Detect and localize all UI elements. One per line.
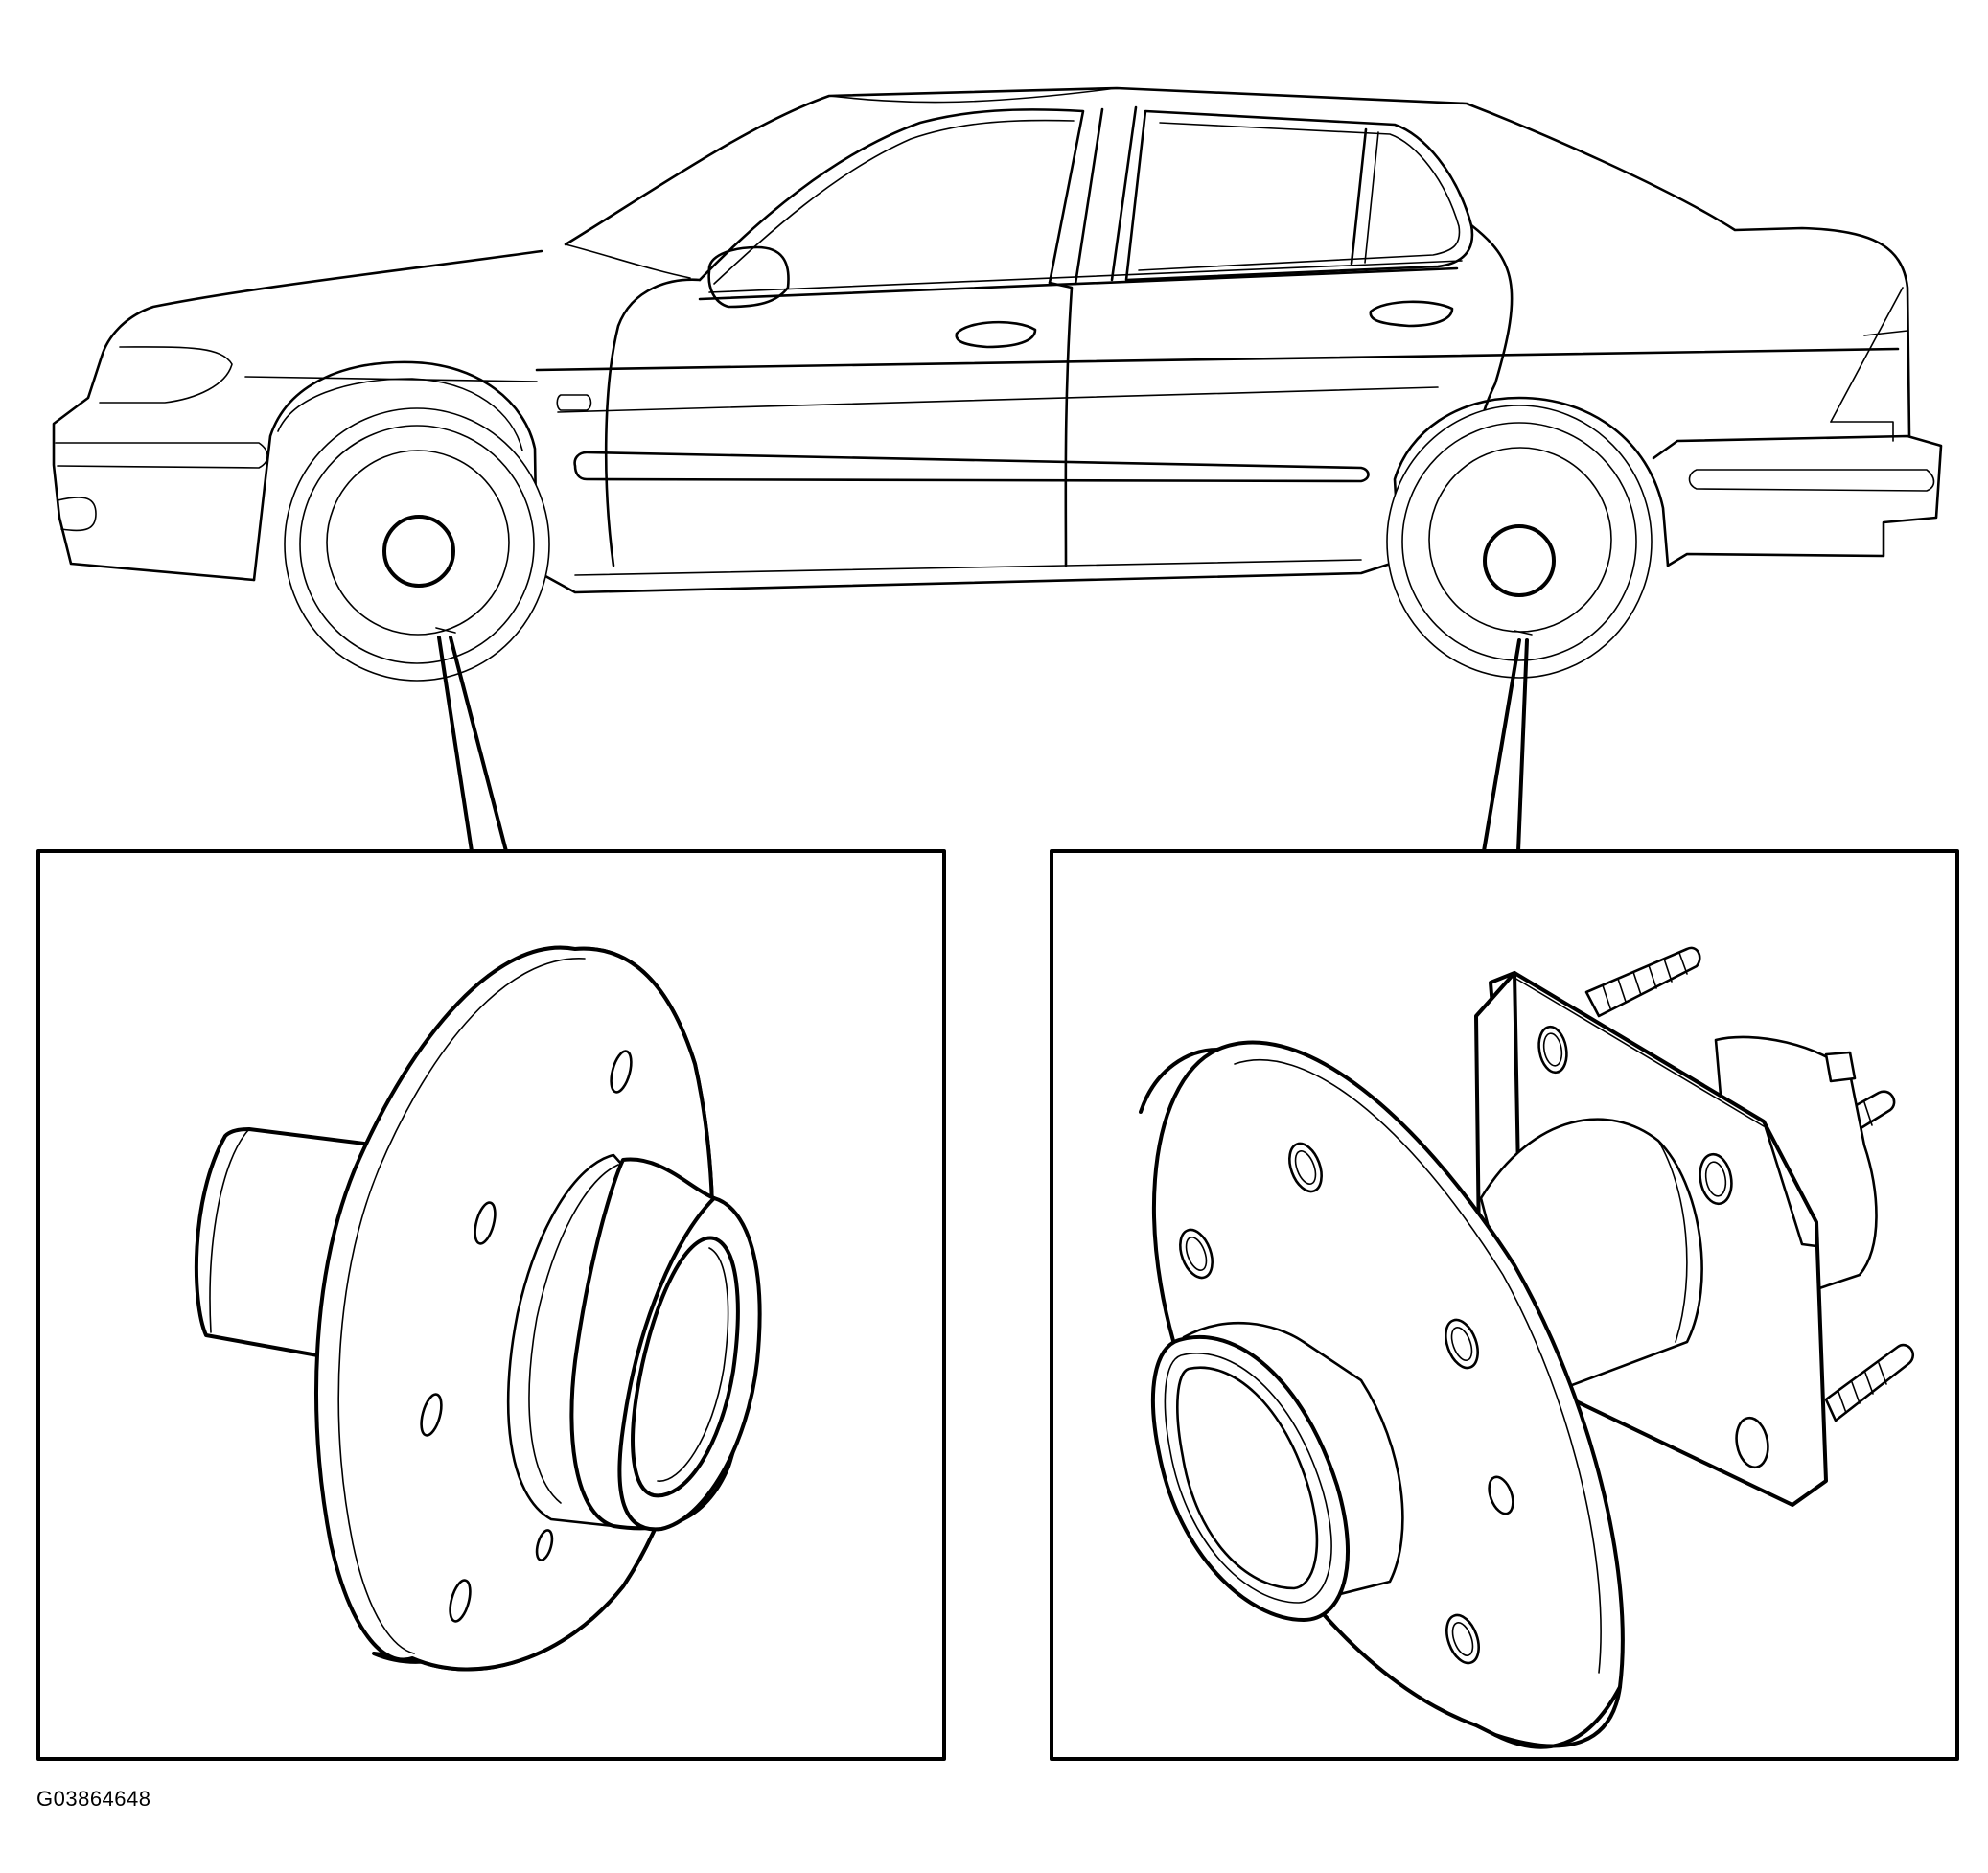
car-side-view <box>52 86 1943 682</box>
wheel-stud <box>1824 1343 1915 1422</box>
rear-hub-callout-pointer <box>1482 630 1533 853</box>
flange-bolt-holes <box>1179 1142 1514 1665</box>
front-hub-panel <box>36 849 946 1761</box>
figure-id-label: G03864648 <box>36 1787 151 1811</box>
wheel-stud <box>1584 946 1701 1018</box>
rear-hub-panel <box>1050 849 1959 1761</box>
rear-wheel <box>1386 405 1653 679</box>
rear-wheel-hub-drawing <box>1139 946 1915 1749</box>
front-hub-callout-pointer <box>435 627 508 853</box>
front-wheel <box>284 407 550 682</box>
front-wheel-hub-drawing <box>194 945 762 1672</box>
